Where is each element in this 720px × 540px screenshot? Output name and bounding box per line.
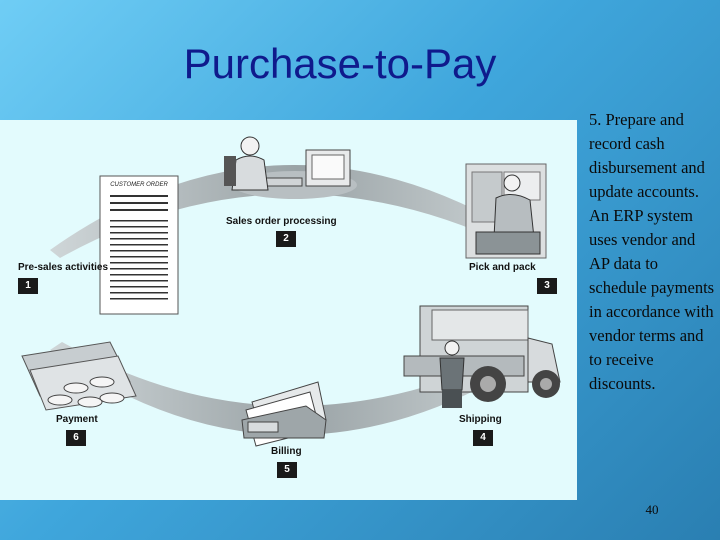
cycle-arrow-bottom [50, 342, 545, 435]
step-6-label: Payment [56, 414, 98, 425]
step-2-label: Sales order processing [226, 216, 337, 227]
step-5-label: Billing [271, 446, 302, 457]
explanation-step-5: 5. Prepare and record cash disbursement … [589, 110, 705, 201]
step-2-number-badge: 2 [276, 231, 296, 247]
sales-clerk-computer-icon [224, 136, 357, 199]
step-5-number-badge: 5 [277, 462, 297, 478]
billing-invoices-icon [241, 381, 327, 447]
warehouse-worker-icon [465, 163, 547, 259]
step-4-number-badge: 4 [473, 430, 493, 446]
customer-order-document-icon [99, 175, 179, 315]
step-3-label: Pick and pack [469, 262, 536, 273]
payment-cash-icon [21, 341, 137, 411]
process-cycle-diagram: CUSTOMER ORDER [0, 120, 577, 500]
explanation-text: 5. Prepare and record cash disbursement … [589, 108, 715, 396]
step-4-label: Shipping [459, 414, 502, 425]
page-number: 40 [645, 502, 659, 517]
step-6-number-badge: 6 [66, 430, 86, 446]
explanation-erp-system: An ERP system uses vendor and AP data to… [589, 206, 715, 393]
step-1-label: Pre-sales activities [18, 262, 109, 273]
customer-order-document-header: CUSTOMER ORDER [110, 182, 168, 188]
step-1-number-badge: 1 [18, 278, 38, 294]
delivery-truck-icon [403, 305, 561, 408]
step-3-number-badge: 3 [537, 278, 557, 294]
slide-title: Purchase-to-Pay [183, 40, 497, 87]
cycle-illustration: CUSTOMER ORDER [21, 136, 561, 447]
